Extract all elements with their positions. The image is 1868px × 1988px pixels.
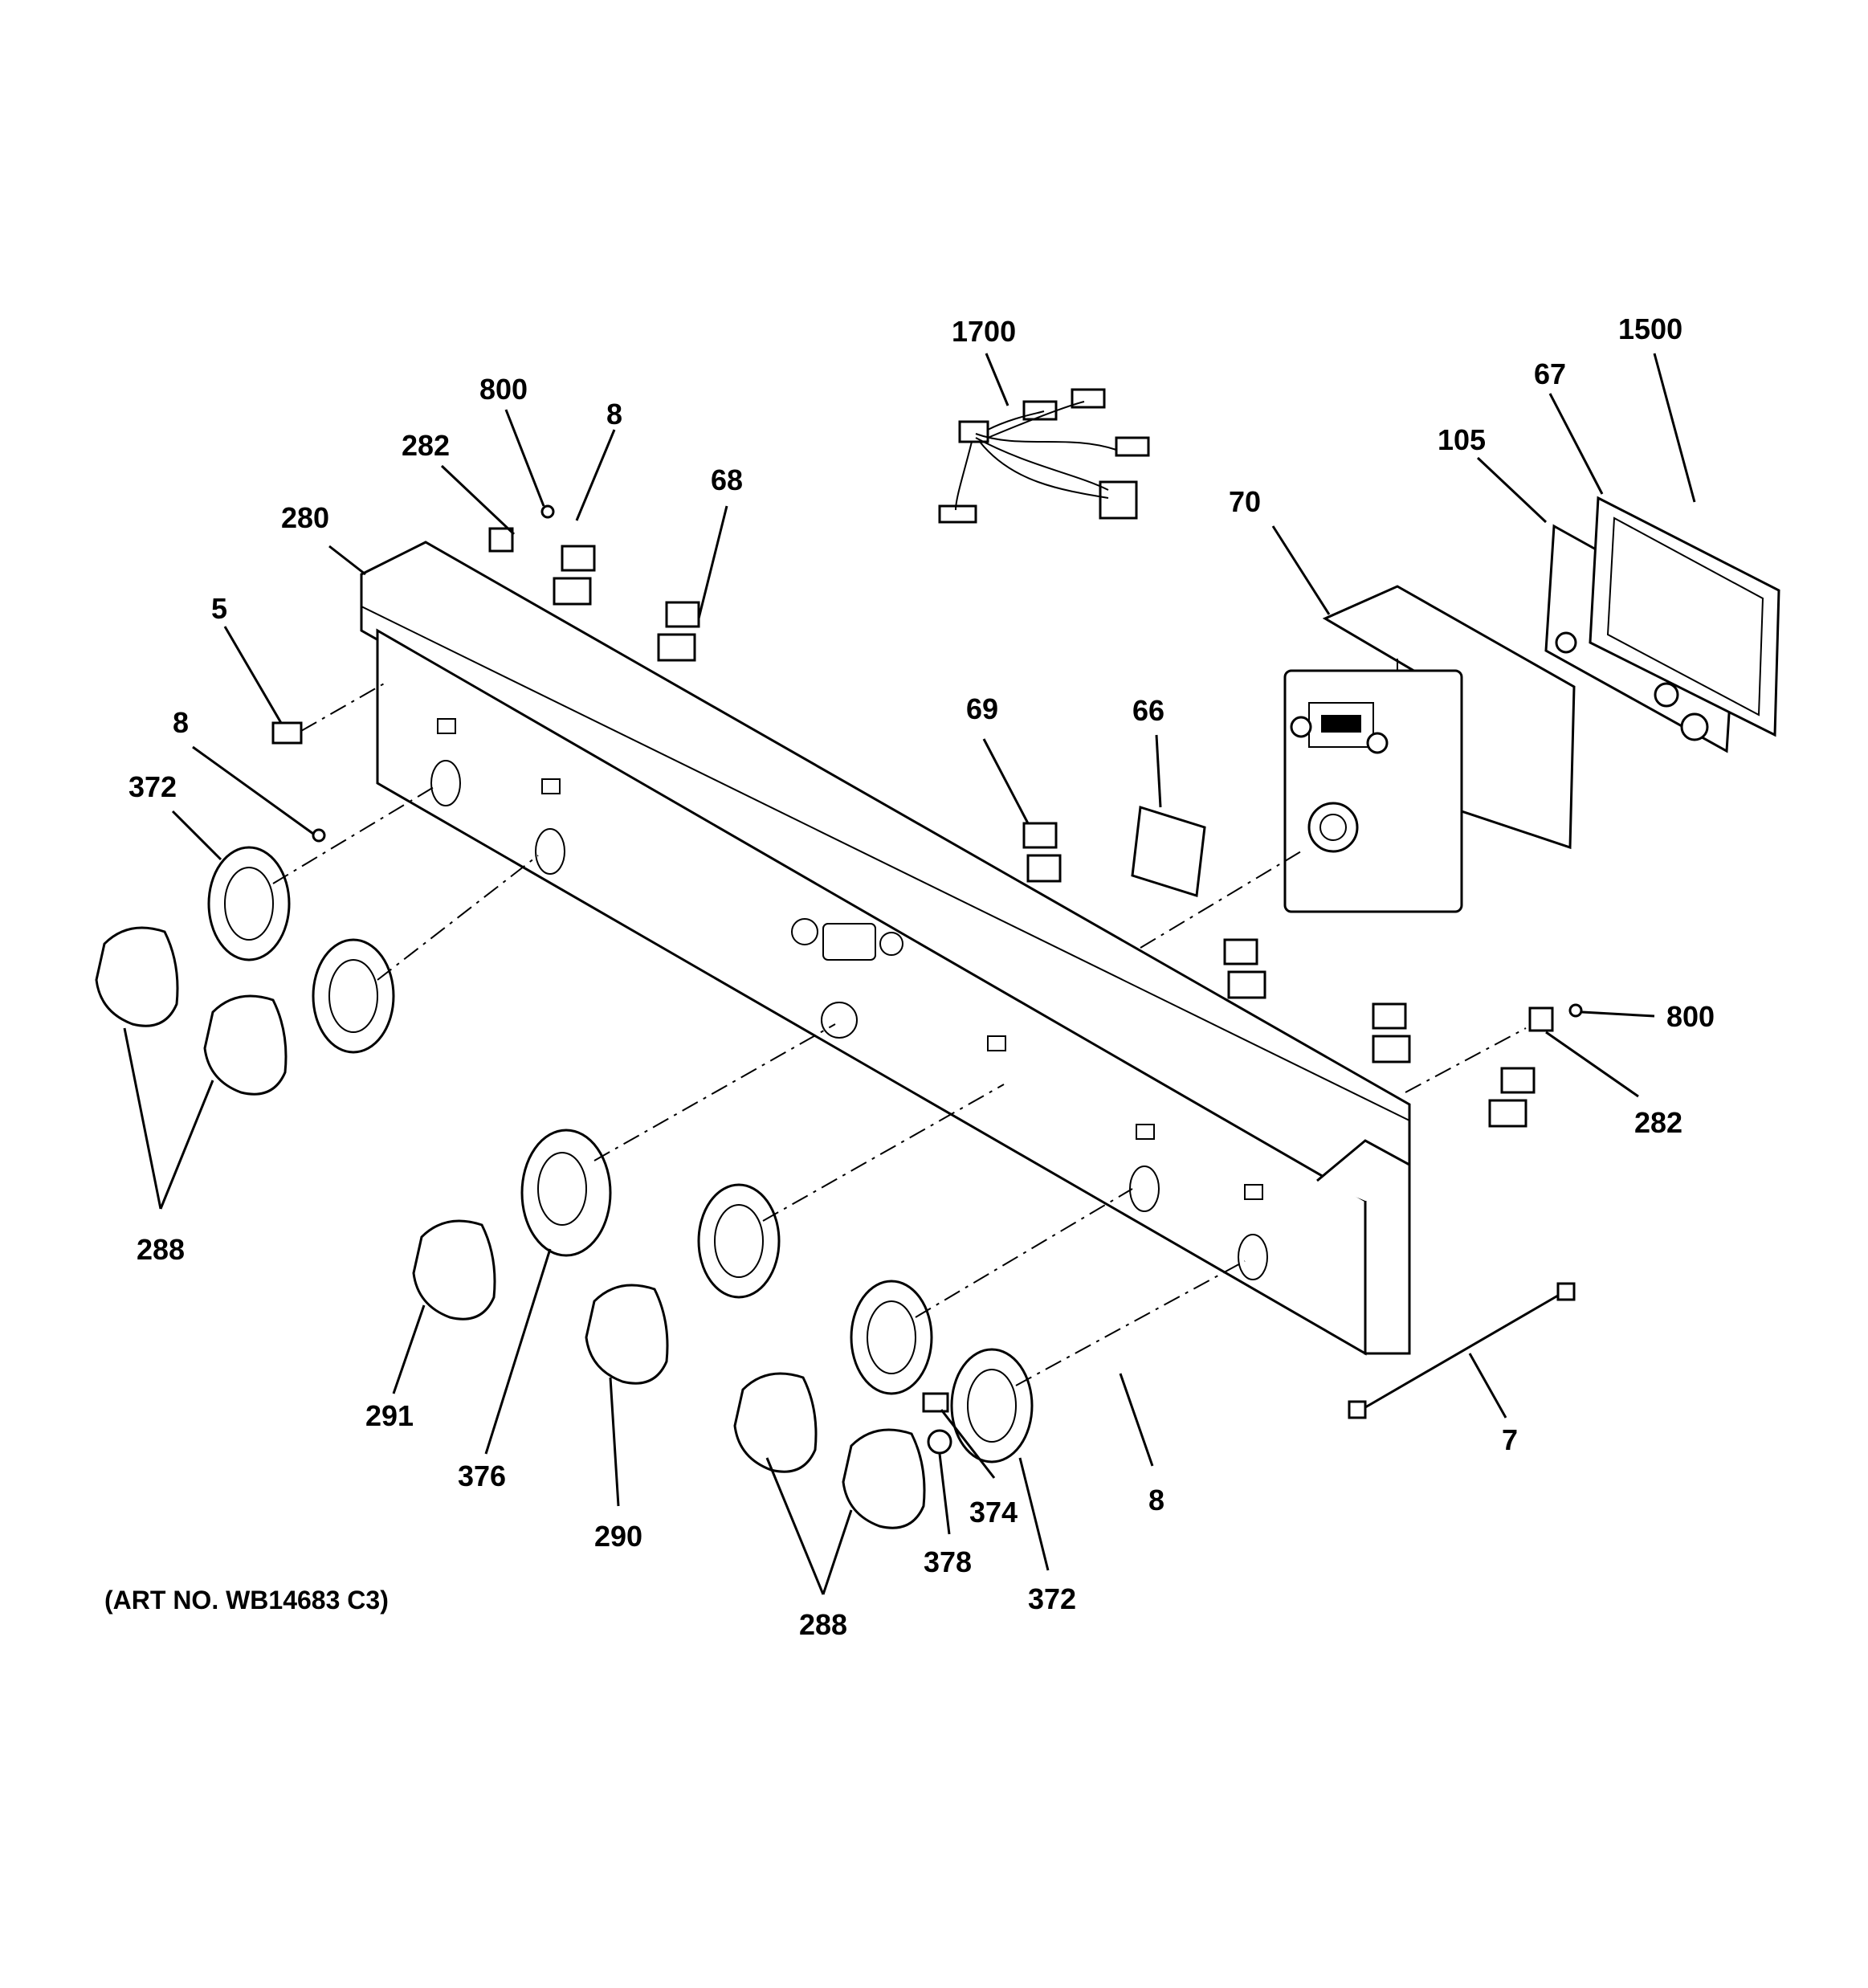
knob-part-288 — [95, 926, 179, 1027]
callout-8: 8 — [1148, 1484, 1164, 1517]
callout-374: 374 — [969, 1496, 1018, 1529]
knob-bezel-part-376 — [520, 1129, 612, 1257]
callout-800: 800 — [1666, 1000, 1715, 1033]
callout-69: 69 — [966, 692, 998, 725]
callout-800: 800 — [479, 373, 528, 406]
callout-labels: 1700 1500 800 8 68 67 105 282 280 70 5 6… — [128, 312, 1715, 1641]
wire-harness-part-1700 — [938, 388, 1150, 524]
wire-jumper-part-7 — [1348, 1282, 1576, 1419]
callout-282: 282 — [1634, 1106, 1682, 1139]
screw-part-800 — [540, 504, 555, 519]
callout-282: 282 — [402, 429, 450, 462]
knob-bezel-part-372 — [950, 1348, 1034, 1463]
knob-part-288 — [733, 1372, 818, 1473]
board-frame-part-67 — [1589, 496, 1780, 737]
callout-288: 288 — [137, 1233, 185, 1266]
bracket-top — [488, 527, 596, 606]
control-panel-part-280 — [360, 541, 1411, 1356]
knob-bezel — [697, 1183, 781, 1299]
screw-part-800 — [1568, 1003, 1583, 1018]
spacer-part-378 — [927, 1429, 952, 1455]
callout-288: 288 — [799, 1608, 847, 1641]
screw-part-8 — [312, 828, 326, 843]
callout-70: 70 — [1229, 485, 1261, 518]
overlay-part-66 — [1131, 806, 1206, 897]
bracket-part-68 — [657, 601, 700, 662]
callout-66: 66 — [1132, 694, 1164, 727]
callout-1500: 1500 — [1618, 312, 1682, 345]
clock-control-part-70 — [1283, 585, 1576, 913]
clip-part-374 — [922, 1392, 949, 1413]
callout-105: 105 — [1438, 423, 1486, 456]
callout-5: 5 — [211, 592, 227, 625]
callout-68: 68 — [711, 463, 743, 496]
bracket-right — [1223, 938, 1554, 1128]
knob-bezel-part-372 — [207, 846, 291, 961]
light-switch-part-5 — [271, 721, 303, 745]
callout-67: 67 — [1534, 357, 1566, 390]
art-number: (ART NO. WB14683 C3) — [104, 1586, 389, 1614]
callout-7: 7 — [1502, 1423, 1518, 1456]
knob-bezel — [850, 1280, 933, 1395]
assembly-lines — [272, 682, 1527, 1386]
callout-378: 378 — [924, 1545, 972, 1578]
leader-lines — [123, 353, 1696, 1595]
callout-376: 376 — [458, 1459, 506, 1492]
knob-part-290 — [585, 1284, 669, 1385]
callout-8: 8 — [173, 706, 189, 739]
knob-part-291 — [412, 1219, 496, 1321]
bracket-part-69 — [1022, 822, 1062, 883]
callout-280: 280 — [281, 501, 329, 534]
knob-part-288 — [203, 994, 288, 1096]
callout-372: 372 — [128, 770, 177, 803]
callout-1700: 1700 — [952, 315, 1016, 348]
callout-372: 372 — [1028, 1582, 1076, 1615]
knob-part-288 — [842, 1428, 926, 1529]
callout-290: 290 — [594, 1520, 642, 1553]
callout-291: 291 — [365, 1399, 414, 1432]
knob-bezel — [312, 938, 395, 1054]
callout-8: 8 — [606, 398, 622, 431]
